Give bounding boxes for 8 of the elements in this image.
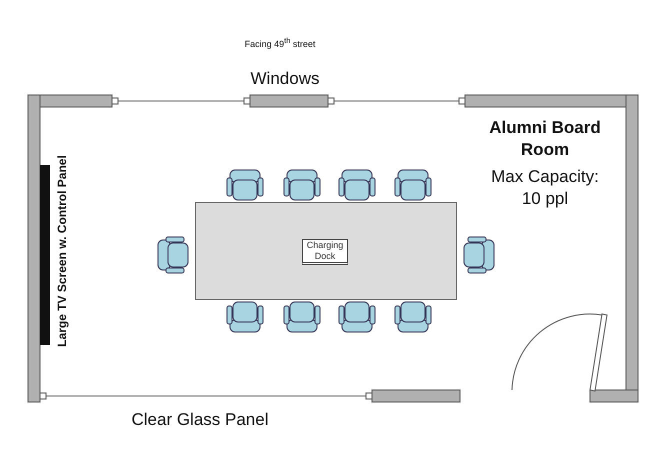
room-name: Alumni Board Room [488, 117, 602, 161]
capacity-note: Max Capacity: 10 ppl [490, 166, 600, 210]
glass-panel-label: Clear Glass Panel [130, 409, 270, 430]
charging-dock-box: Charging Dock [302, 239, 348, 265]
conference-table [195, 202, 457, 300]
tv-label: Large TV Screen w. Control Panel [54, 154, 70, 349]
heading-note: Facing 49$^{th}$ street [244, 35, 316, 51]
window-label: Windows [250, 68, 320, 89]
